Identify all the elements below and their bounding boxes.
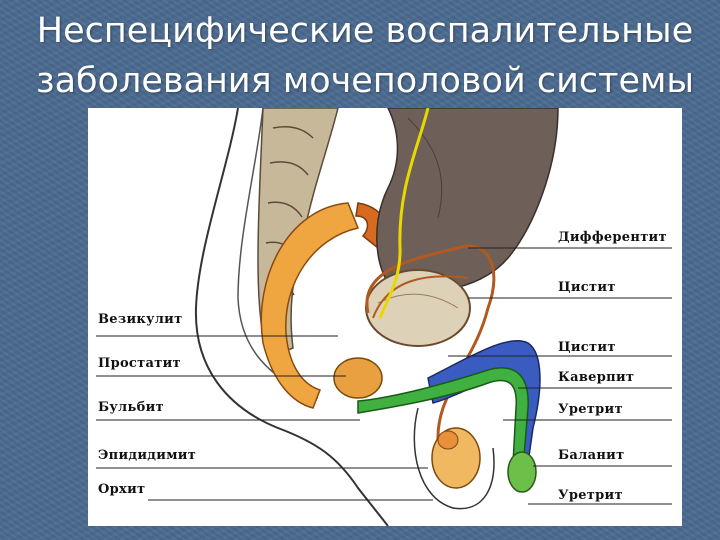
label-epididymitis: Эпидидимит (98, 448, 197, 463)
label-balanitis: Баланит (558, 448, 625, 463)
title-line-2: заболевания мочеполовой системы (35, 61, 695, 101)
label-orchitis: Орхит (98, 482, 146, 497)
slide-title: Неспецифические воспалительные заболеван… (30, 6, 700, 106)
label-prostatitis: Простатит (98, 356, 181, 371)
label-cystitis-1: Цистит (558, 280, 616, 295)
label-bulbitis: Бульбит (98, 400, 164, 415)
anatomy-diagram: Везикулит Простатит Бульбит Эпидидимит О… (88, 108, 682, 526)
title-line-1: Неспецифические воспалительные (36, 11, 694, 51)
anatomy-illustration (96, 108, 672, 526)
label-cavernitis: Каверпит (558, 370, 635, 385)
label-vesiculitis: Везикулит (98, 312, 183, 327)
label-urethritis-1: Уретрит (558, 402, 623, 417)
label-deferentitis: Дифферентит (558, 230, 667, 245)
label-cystitis-2: Цистит (558, 340, 616, 355)
label-urethritis-2: Уретрит (558, 488, 623, 503)
